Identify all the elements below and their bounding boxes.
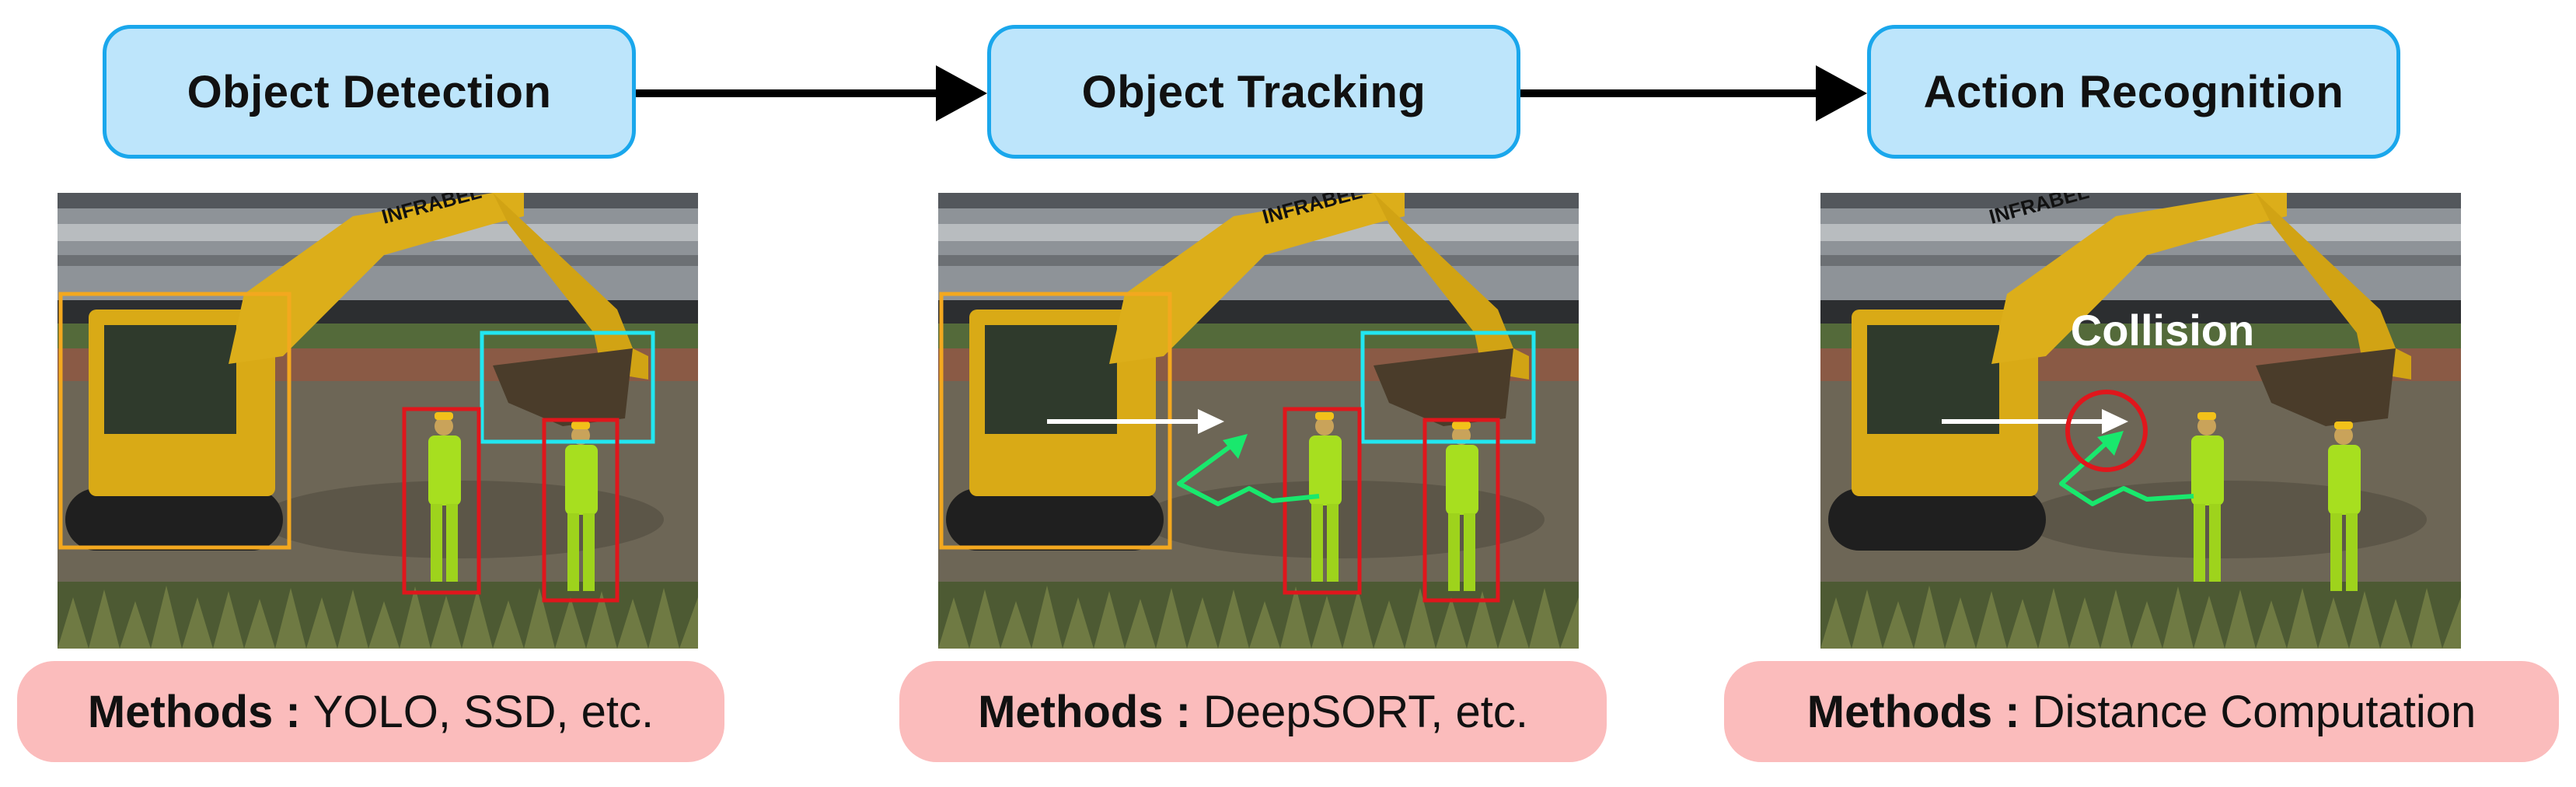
excavator-bounding-box bbox=[58, 292, 291, 550]
worker-left-bounding-box bbox=[402, 407, 481, 595]
methods-text: DeepSORT, etc. bbox=[1202, 686, 1528, 737]
worker-track-path bbox=[2059, 431, 2194, 506]
worker-left bbox=[428, 412, 461, 582]
methods-prefix: Methods : bbox=[1806, 686, 2020, 737]
collision-circle bbox=[2065, 390, 2148, 472]
methods-prefix: Methods : bbox=[87, 686, 301, 737]
bucket-bounding-box bbox=[480, 331, 655, 444]
stage-label: Action Recognition bbox=[1923, 66, 2344, 117]
methods-prefix: Methods : bbox=[978, 686, 1191, 737]
bucket-bounding-box bbox=[1360, 331, 1536, 444]
excavator: INFRABEL bbox=[1828, 193, 2411, 551]
excavator-motion-arrow bbox=[1047, 409, 1224, 434]
action-recognition-scene-image: INFRABEL Collision bbox=[1820, 193, 2461, 649]
excavator-bucket bbox=[493, 348, 633, 426]
methods-action-recognition: Methods :Distance Computation bbox=[1724, 661, 2559, 762]
methods-detection: Methods :YOLO, SSD, etc. bbox=[17, 661, 724, 762]
stage-action-recognition: Action Recognition bbox=[1867, 25, 2400, 159]
excavator-bucket bbox=[2256, 348, 2396, 426]
stage-object-tracking: Object Tracking bbox=[987, 25, 1520, 159]
worker-left bbox=[1309, 412, 1342, 582]
worker-left bbox=[2191, 412, 2224, 582]
collision-label: Collision bbox=[2071, 306, 2254, 355]
methods-tracking: Methods :DeepSORT, etc. bbox=[899, 661, 1607, 762]
flow-arrow-2 bbox=[1520, 65, 1867, 121]
worker-right bbox=[565, 421, 598, 591]
excavator-bucket bbox=[1374, 348, 1513, 426]
worker-right-bounding-box bbox=[542, 418, 620, 603]
stage-label: Object Detection bbox=[187, 66, 552, 117]
methods-text: YOLO, SSD, etc. bbox=[312, 686, 654, 737]
methods-text: Distance Computation bbox=[2032, 686, 2477, 737]
worker-right-bounding-box bbox=[1422, 418, 1500, 603]
flow-arrow-1 bbox=[636, 65, 987, 121]
worker-track-path bbox=[1177, 434, 1320, 506]
detection-scene-image: INFRABEL bbox=[58, 193, 698, 649]
stage-label: Object Tracking bbox=[1081, 66, 1426, 117]
tracking-scene-image: INFRABEL bbox=[938, 193, 1579, 649]
worker-right bbox=[2328, 421, 2361, 591]
excavator-motion-arrow bbox=[1942, 409, 2128, 434]
stage-object-detection: Object Detection bbox=[103, 25, 636, 159]
